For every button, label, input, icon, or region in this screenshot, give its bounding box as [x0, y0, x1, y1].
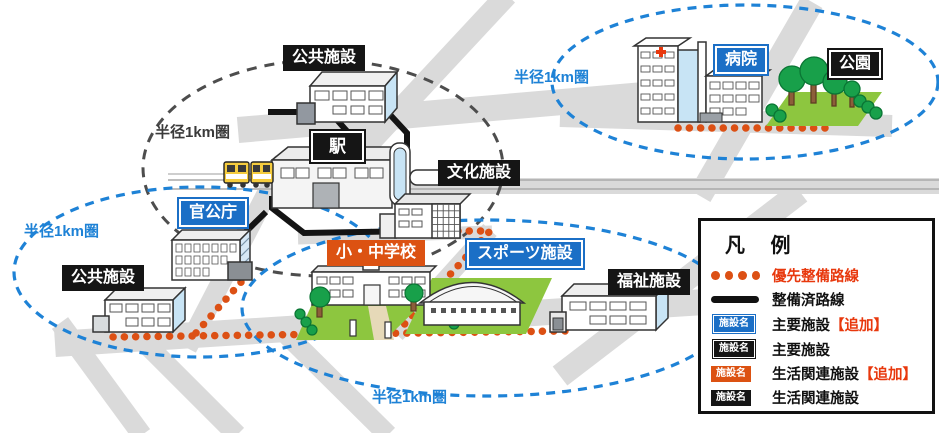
label-public-facility-left: 公共施設	[62, 265, 145, 291]
building-hospital	[631, 37, 773, 123]
facility-tag-blue-icon: 施設名	[712, 314, 756, 334]
label-culture-facility: 文化施設	[438, 160, 521, 186]
legend-item-main-facility-added: 施設名 主要施設【追加】	[711, 313, 928, 335]
building-public-top	[296, 69, 399, 125]
label-hospital: 病院	[712, 44, 770, 76]
legend-label: 優先整備路線	[772, 269, 859, 285]
legend-item-completed-route: 整備済路線	[711, 289, 928, 310]
legend-title: 凡 例	[725, 235, 801, 257]
train	[223, 161, 274, 188]
label-sports-facility: スポーツ施設	[465, 238, 585, 270]
label-public-facility-top: 公共施設	[283, 45, 366, 71]
building-public-left	[92, 286, 187, 334]
building-culture	[379, 193, 472, 239]
legend-label: 主要施設	[772, 342, 830, 359]
label-school: 小・中学校	[327, 240, 426, 266]
facility-tag-black-bordered-icon: 施設名	[712, 339, 756, 359]
legend-item-life-facility: 施設名 生活関連施設	[711, 387, 928, 408]
radius-label-top-right: 半径1km圏	[514, 69, 590, 86]
legend-item-priority-route: 優先整備路線	[711, 265, 928, 286]
legend-item-life-facility-added: 施設名 生活関連施設【追加】	[711, 363, 928, 384]
radius-label-left: 半径1km圏	[24, 223, 100, 240]
priority-route-dots-icon	[711, 271, 765, 280]
legend-item-main-facility: 施設名 主要施設	[711, 338, 928, 360]
radius-label-station: 半径1km圏	[155, 124, 231, 141]
legend-label: 生活関連施設【追加】	[772, 367, 917, 383]
label-welfare-facility: 福祉施設	[608, 269, 691, 295]
radius-label-bottom: 半径1km圏	[372, 389, 448, 406]
legend-label: 整備済路線	[772, 293, 845, 309]
park-trees	[765, 56, 883, 123]
building-government	[170, 228, 253, 282]
completed-route-line-icon	[711, 296, 765, 303]
building-sports-dome	[417, 281, 527, 326]
label-government-office: 官公庁	[176, 197, 250, 229]
legend-label: 主要施設【追加】	[772, 317, 888, 334]
label-station: 駅	[309, 129, 366, 164]
legend-label: 生活関連施設	[772, 391, 859, 407]
label-park: 公園	[826, 48, 884, 80]
radius-circle-top-right	[550, 3, 939, 161]
legend-panel: 凡 例 優先整備路線 整備済路線 施設名 主要施設【追加】 施設名 主要施設 施…	[698, 218, 935, 414]
red-cross-icon	[656, 47, 666, 57]
facility-tag-black-icon: 施設名	[711, 389, 751, 406]
facility-tag-orange-icon: 施設名	[711, 365, 751, 382]
